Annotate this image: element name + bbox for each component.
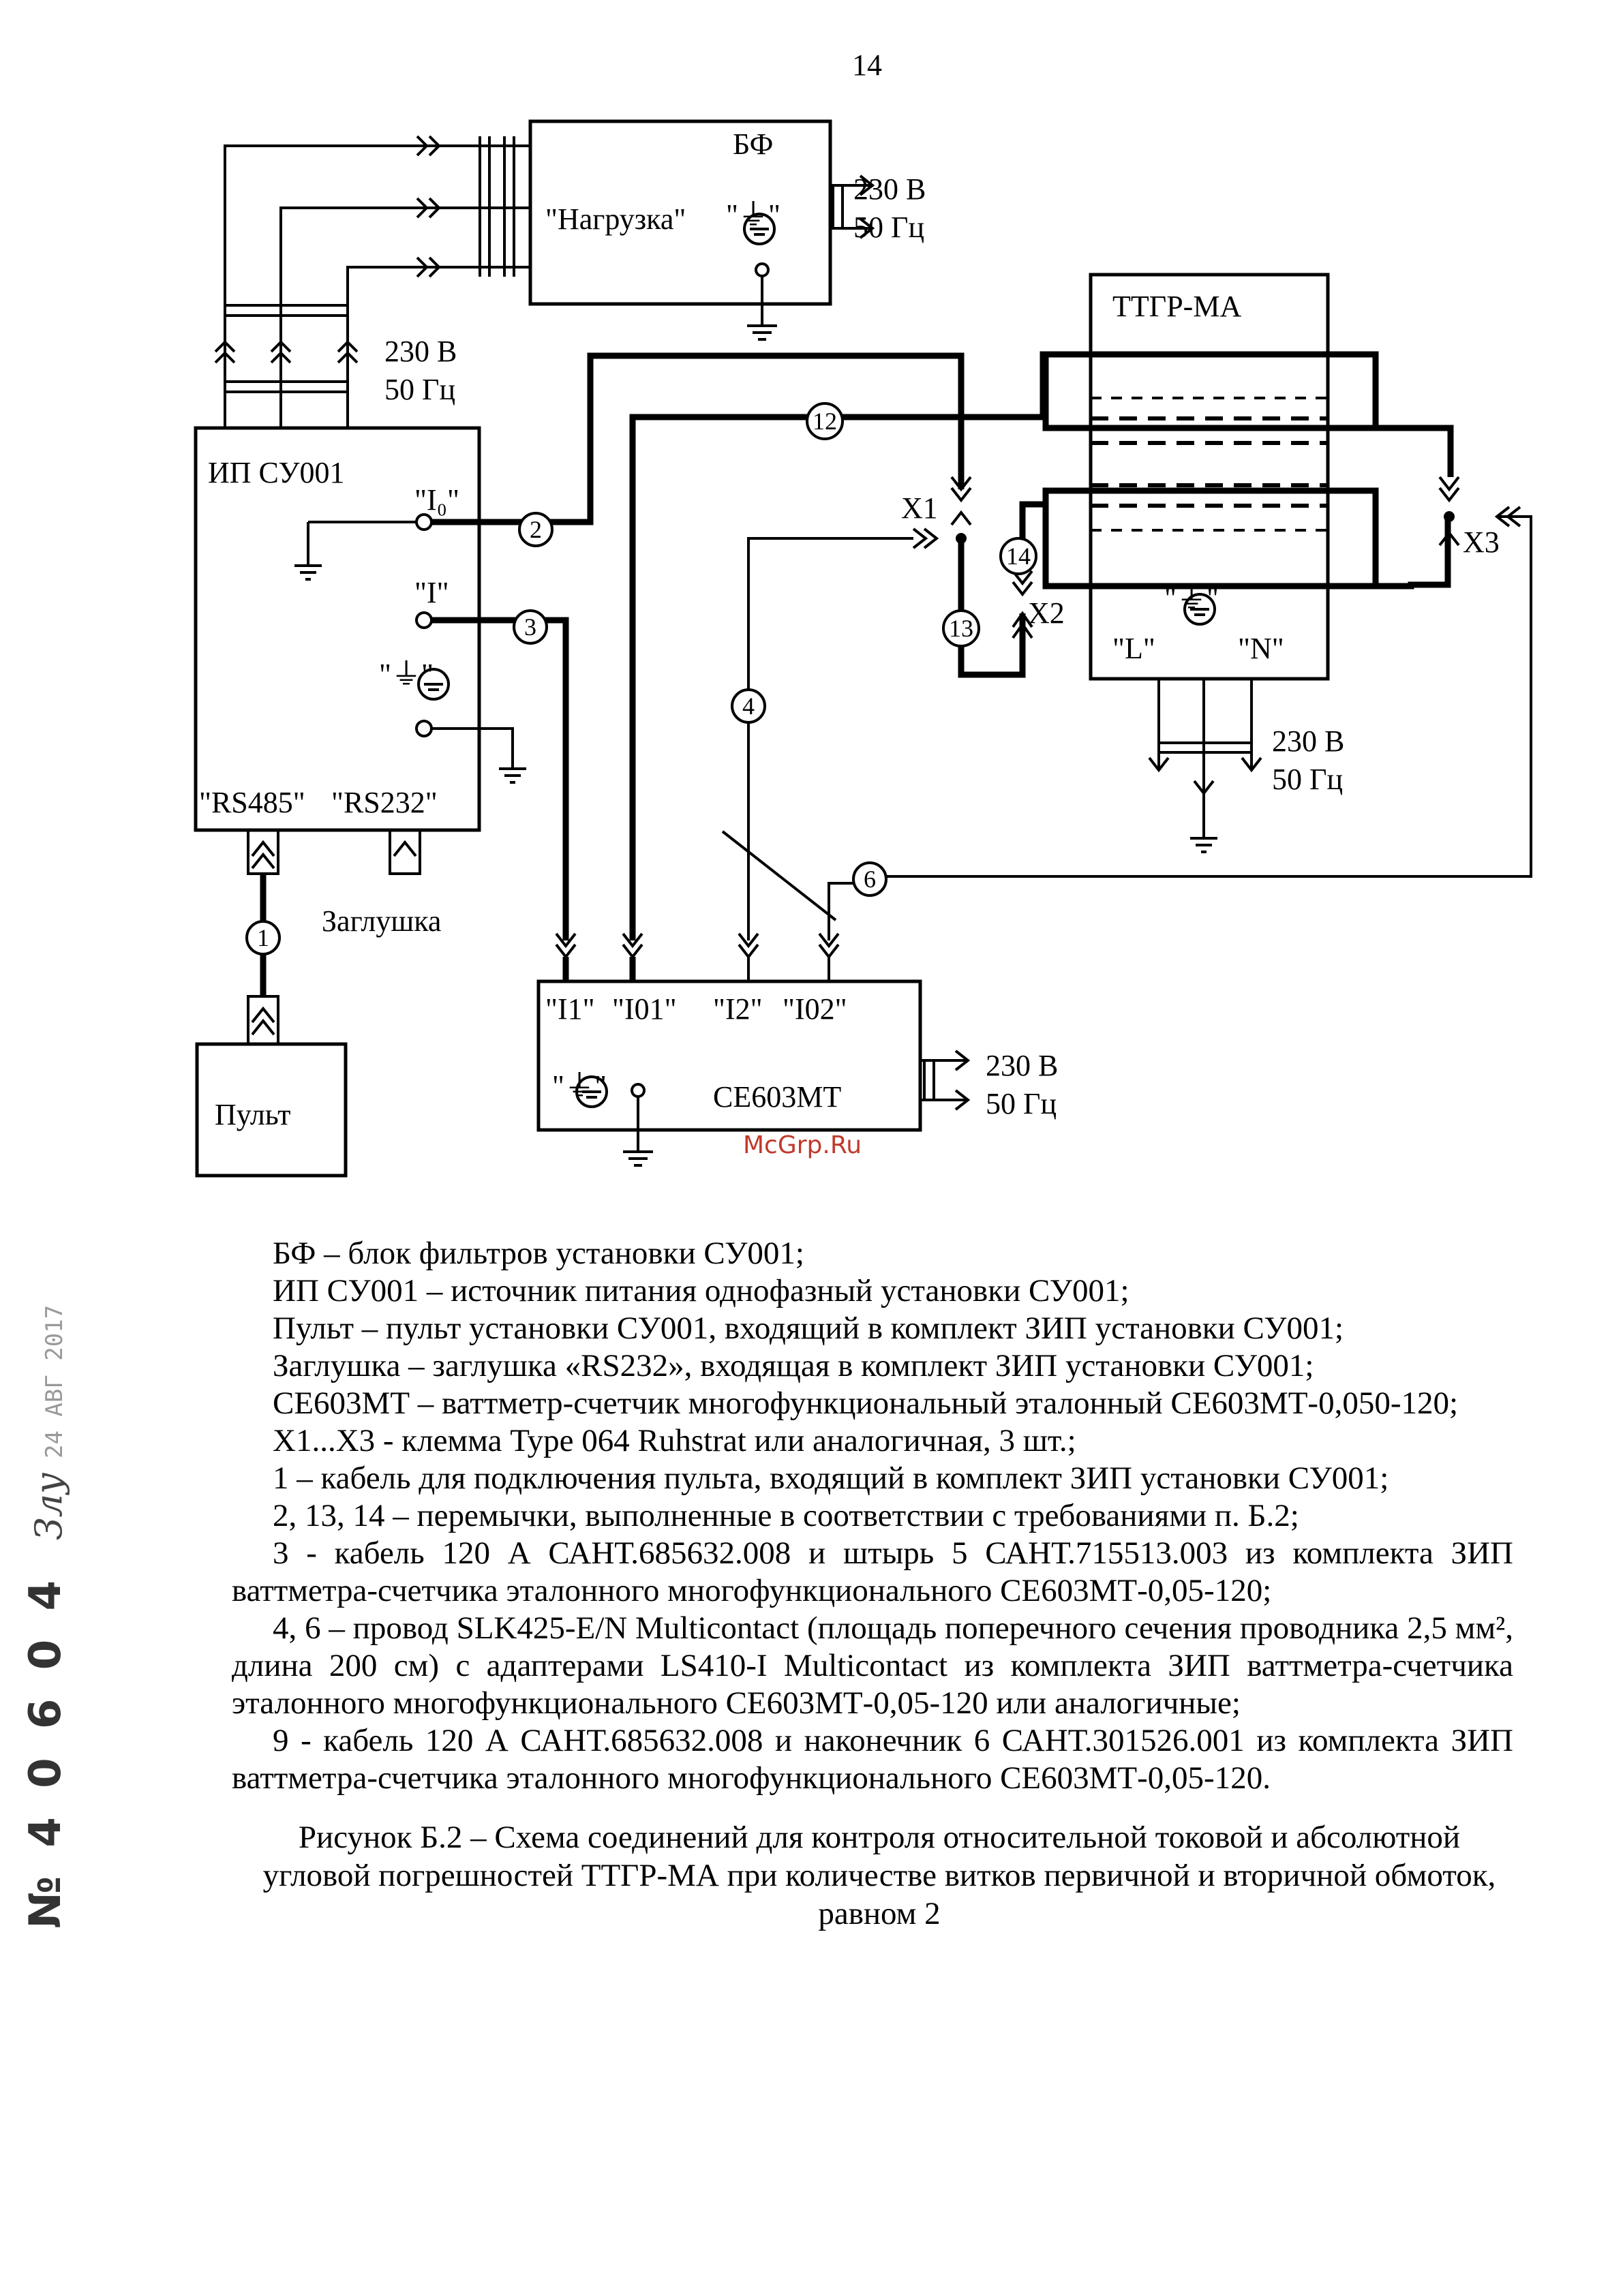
svg-text:12: 12 — [813, 408, 837, 435]
ttgr-mains-voltage: 230 В — [1272, 724, 1344, 758]
legend: БФ – блок фильтров установки СУ001; ИП С… — [232, 1235, 1513, 1797]
legend-item: СЕ603МТ – ваттметр-счетчик многофункцион… — [273, 1386, 1459, 1421]
ip-block — [194, 426, 481, 832]
plug-label: Заглушка — [322, 904, 441, 938]
ttgr-title: ТТГР-МА — [1112, 290, 1241, 323]
legend-item: 1 – кабель для подключения пульта, входя… — [273, 1460, 1389, 1496]
ce-i2-label: "I2" — [713, 992, 763, 1026]
registration-stamp: № 4 0 6 0 4 — [20, 1573, 71, 1929]
ttgr-ground-icon — [1183, 593, 1216, 626]
legend-item: БФ – блок фильтров установки СУ001; — [273, 1236, 804, 1271]
terminal-x2 — [1012, 570, 1033, 639]
ttgr-mains-frequency: 50 Гц — [1272, 763, 1343, 796]
legend-item: Х1...Х3 - клемма Type 064 Ruhstrat или а… — [273, 1423, 1076, 1458]
bf-ip-wires — [224, 136, 530, 428]
date-stamp: 24 АВГ 2017 — [41, 1304, 68, 1458]
bf-mains-arrows — [830, 174, 875, 239]
ttgr-mains-arrows — [1148, 679, 1262, 853]
bf-ground-icon — [743, 213, 777, 341]
legend-item: Пульт – пульт установки СУ001, входящий … — [273, 1311, 1344, 1346]
pult-title: Пульт — [215, 1098, 290, 1131]
ip-mains-voltage: 230 В — [384, 335, 457, 368]
ip-ground-label: "⏚" — [379, 658, 434, 691]
ce-ground-icon — [575, 1075, 653, 1167]
ip-title: ИП СУ001 — [208, 456, 344, 489]
ce-mains-arrows — [920, 1050, 971, 1111]
signature: Злу — [27, 1472, 70, 1540]
ce-ground-label: "⏚" — [552, 1069, 607, 1103]
ce-i02-label: "I02" — [783, 992, 847, 1026]
cable-4-marker: 4 — [731, 688, 766, 724]
ip-rs485-label: "RS485" — [199, 786, 305, 819]
legend-item: 9 - кабель 120 А САНТ.685632.008 и након… — [232, 1723, 1513, 1796]
chevron-connectors — [214, 135, 441, 364]
ce-block — [536, 979, 922, 1132]
cable-6-marker: 6 — [852, 861, 888, 897]
ttgr-n-label: "N" — [1238, 632, 1284, 665]
bf-block — [528, 119, 832, 306]
watermark: McGrp.Ru — [743, 1131, 862, 1159]
ip-mains-frequency: 50 Гц — [384, 373, 455, 406]
terminal-x1 — [912, 476, 972, 549]
terminal-x2-label: X2 — [1028, 596, 1065, 630]
cable-3-marker: 3 — [513, 609, 548, 645]
ce-i01-label: "I01" — [612, 992, 677, 1026]
ip-rs232-label: "RS232" — [331, 786, 438, 819]
svg-text:3: 3 — [524, 613, 536, 641]
svg-text:13: 13 — [949, 615, 973, 642]
svg-text:2: 2 — [530, 516, 542, 543]
ttgr-l-label: "L" — [1112, 632, 1155, 665]
legend-item: ИП СУ001 – источник питания однофазный у… — [273, 1273, 1129, 1308]
bf-load-label: "Нагрузка" — [545, 202, 686, 236]
svg-text:4: 4 — [742, 692, 755, 720]
svg-text:1: 1 — [257, 924, 269, 951]
svg-text:14: 14 — [1006, 542, 1031, 570]
ttgr-windings — [1042, 351, 1379, 590]
bf-title: БФ — [733, 127, 773, 161]
cable-14-marker: 14 — [999, 537, 1037, 575]
ttgr-block — [1089, 273, 1330, 681]
cable-2-marker: 2 — [518, 512, 553, 547]
ip-i-label: "I" — [414, 576, 449, 609]
legend-item: Заглушка – заглушка «RS232», входящая в … — [273, 1348, 1314, 1383]
ce-mains-voltage: 230 В — [986, 1049, 1058, 1082]
terminal-x3-label: X3 — [1463, 525, 1500, 559]
ce-mains-frequency: 50 Гц — [986, 1087, 1057, 1120]
ce-input-connectors — [555, 932, 840, 981]
figure-caption: Рисунок Б.2 – Схема соединений для контр… — [262, 1820, 1496, 1931]
legend-item: 3 - кабель 120 А САНТ.685632.008 и штырь… — [232, 1535, 1513, 1608]
ip-terminals — [294, 513, 526, 784]
ip-i0-label: "I₀" — [414, 483, 459, 517]
cable-1-marker: 1 — [245, 920, 281, 955]
ce-i1-label: "I1" — [545, 992, 595, 1026]
voltage-circuit-wires — [721, 515, 1532, 940]
legend-item: 2, 13, 14 – перемычки, выполненные в соо… — [273, 1498, 1299, 1533]
terminal-x1-label: X1 — [901, 491, 938, 525]
terminal-x3 — [1438, 476, 1521, 547]
legend-item: 4, 6 – провод SLK425-E/N Multicontact (п… — [232, 1610, 1513, 1721]
page-number: 14 — [852, 48, 882, 82]
ce-title: СЕ603МТ — [713, 1080, 841, 1114]
cable-13-marker: 13 — [942, 609, 980, 647]
cable-12-marker: 12 — [806, 402, 844, 440]
svg-text:6: 6 — [864, 866, 876, 893]
